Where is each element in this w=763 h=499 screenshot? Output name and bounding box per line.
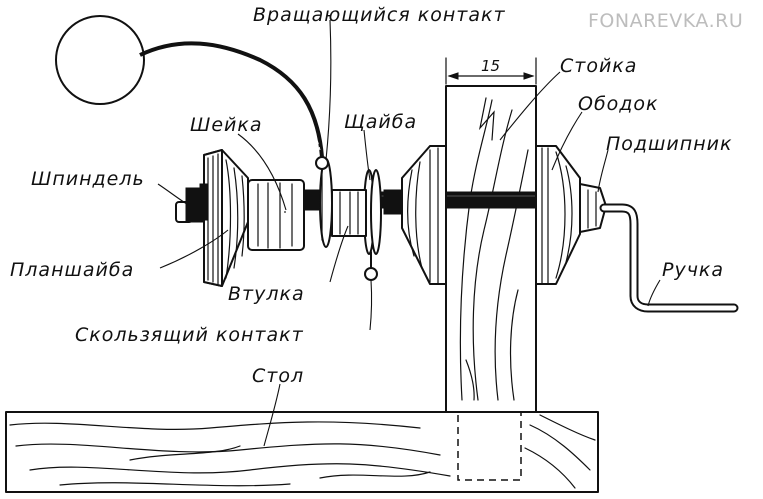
watermark: FONAREVKA.RU — [588, 10, 743, 32]
dimension-value: 15 — [481, 57, 500, 75]
label-spindle: Шпиндель — [31, 168, 145, 190]
label-rotating-contact: Вращающийся контакт — [253, 4, 506, 26]
label-bearing: Подшипник — [606, 133, 732, 155]
crank-handle — [599, 203, 739, 313]
labels: Вращающийся контакт Стойка Ободок Подшип… — [10, 4, 732, 387]
label-washer: Щайба — [344, 111, 417, 133]
bushing — [331, 189, 367, 237]
label-neck: Шейка — [190, 114, 262, 136]
label-bushing: Втулка — [228, 283, 305, 305]
stand — [445, 85, 537, 413]
label-sliding-contact: Скользящий контакт — [75, 324, 304, 346]
label-faceplate: Планшайба — [10, 259, 134, 281]
label-handle: Ручка — [662, 259, 724, 281]
sliding-contact — [364, 251, 378, 281]
rim-right — [535, 145, 581, 285]
faceplate — [199, 149, 249, 287]
neck — [247, 179, 305, 251]
rim-left — [383, 145, 447, 285]
label-stand: Стойка — [560, 55, 637, 77]
table — [5, 411, 599, 493]
label-rim: Ободок — [578, 93, 659, 115]
leader-lines — [157, 19, 661, 447]
label-table: Стол — [252, 365, 304, 387]
dimension-15: 15 — [445, 57, 537, 85]
bearing — [579, 183, 607, 233]
